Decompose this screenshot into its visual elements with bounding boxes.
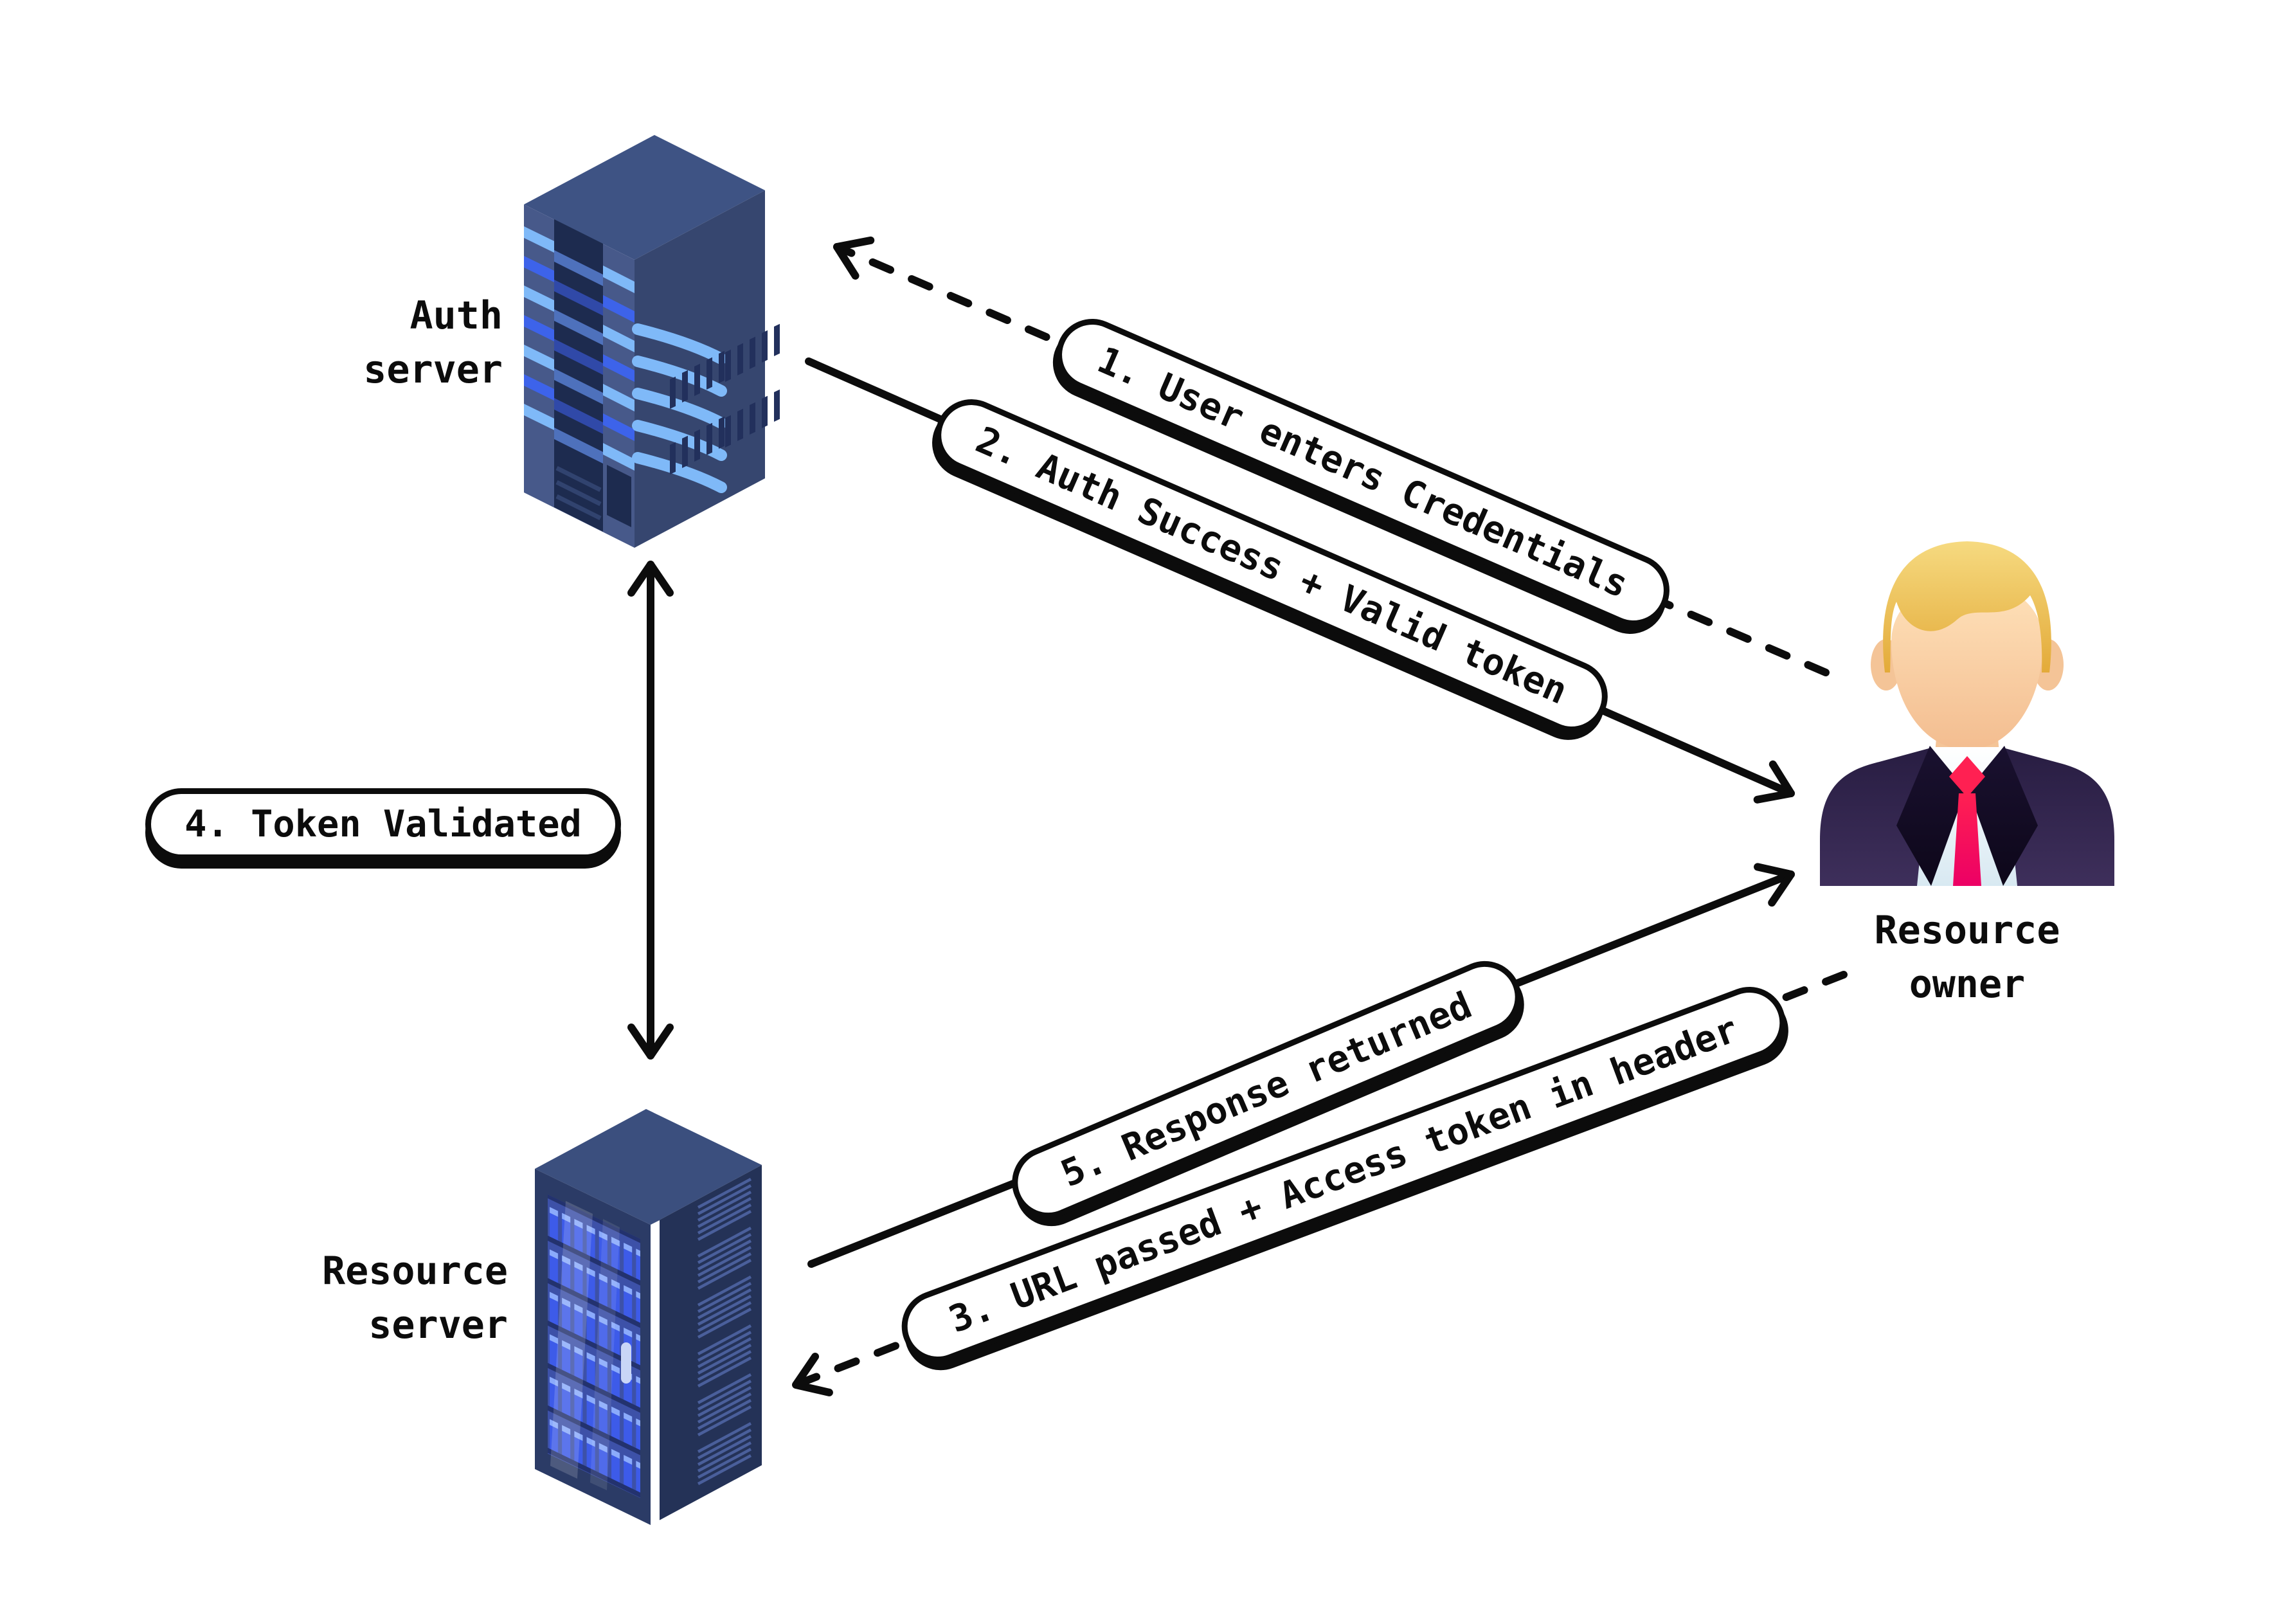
avatar-tie bbox=[1953, 793, 1981, 886]
auth-server-label: Auth server bbox=[363, 293, 503, 392]
avatar-lapel-left bbox=[1896, 746, 1966, 886]
avatar-hair bbox=[1883, 541, 2051, 672]
step-4-pill: 4. Token Validated bbox=[145, 788, 621, 860]
auth-server-channel-vents bbox=[555, 465, 631, 527]
avatar-lapel-right bbox=[1968, 746, 2038, 886]
resource-server-label: Resource server bbox=[322, 1249, 508, 1348]
resource-server-icon bbox=[535, 1109, 762, 1525]
auth-server-stripes bbox=[524, 226, 634, 471]
resource-owner-label: Resource owner bbox=[1874, 908, 2060, 1007]
resource-owner-avatar bbox=[1820, 541, 2114, 886]
auth-server-icon bbox=[524, 135, 780, 548]
door-handle bbox=[621, 1342, 631, 1384]
avatar-tie-knot bbox=[1949, 756, 1985, 797]
